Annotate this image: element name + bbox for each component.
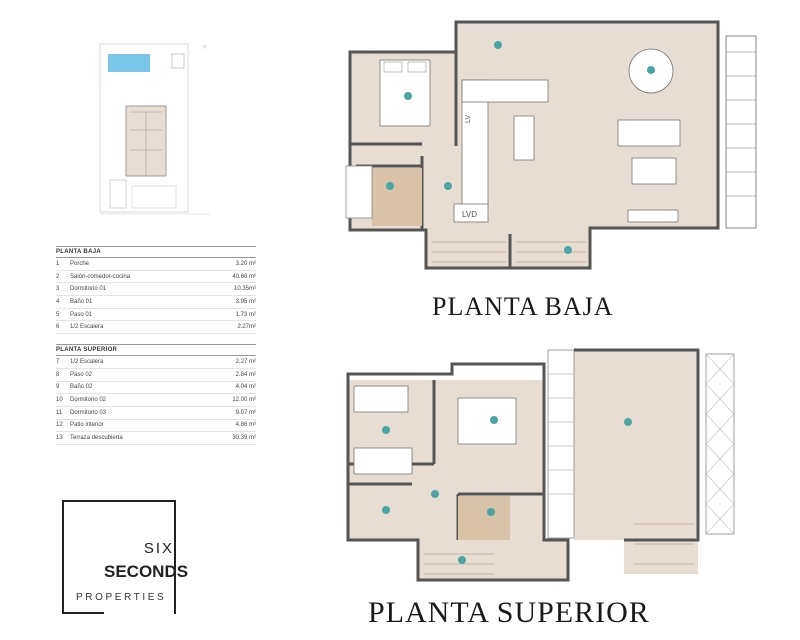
area-row-area: 40.60 m² bbox=[232, 273, 256, 280]
area-row-num: 10 bbox=[56, 397, 63, 404]
sofa bbox=[617, 119, 681, 147]
area-row-name: Dormitorio 03 bbox=[70, 409, 107, 416]
area-row-area: 10.35m² bbox=[233, 286, 256, 293]
area-row-num: 11 bbox=[56, 409, 63, 416]
planta-superior-title: PLANTA SUPERIOR bbox=[368, 596, 650, 629]
area-row-area: 3.20 m² bbox=[235, 260, 256, 267]
area-row: 1 Porche 3.20 m² bbox=[56, 258, 256, 271]
area-row: 2 Salón-comedor-cocina 40.60 m² bbox=[56, 271, 256, 284]
area-row-name: Porche bbox=[70, 260, 90, 267]
area-row-name: Terraza descubierta bbox=[70, 435, 123, 442]
area-row: 10 Dormitorio 02 12.00 m² bbox=[56, 394, 256, 407]
area-row: 5 Paso 01 1.73 m² bbox=[56, 309, 256, 322]
area-row: 12 Patio interior 4.86 m² bbox=[56, 420, 256, 433]
bed-03-a bbox=[353, 385, 409, 413]
area-row-num: 7 bbox=[56, 358, 60, 365]
area-row-area: 4.04 m² bbox=[235, 384, 256, 391]
area-row-num: 5 bbox=[56, 311, 60, 318]
area-row-area: 2.84 m² bbox=[235, 371, 256, 378]
area-row-area: 2.27m² bbox=[237, 324, 256, 331]
area-row-area: 3.95 m² bbox=[235, 298, 256, 305]
logo-seconds: SECONDS bbox=[104, 562, 189, 581]
planta-baja-title: PLANTA BAJA bbox=[432, 292, 614, 321]
logo-properties: PROPERTIES bbox=[76, 592, 167, 603]
area-row-area: 30.39 m² bbox=[232, 435, 256, 442]
pool bbox=[108, 54, 150, 72]
area-row-name: Patio interior bbox=[70, 422, 104, 429]
area-row: 3 Dormitorio 01 10.35m² bbox=[56, 283, 256, 297]
area-row-num: 13 bbox=[56, 435, 63, 442]
area-row-name: 1/2 Escalera bbox=[70, 324, 104, 331]
area-row-num: 1 bbox=[56, 260, 60, 267]
area-row: 9 Baño 02 4.04 m² bbox=[56, 382, 256, 395]
area-row: 13 Terraza descubierta 30.39 m² bbox=[56, 432, 256, 445]
area-row-num: 6 bbox=[56, 324, 60, 331]
area-row-name: Salón-comedor-cocina bbox=[70, 273, 131, 280]
bed-02 bbox=[457, 397, 517, 445]
area-row-area: 1.73 m² bbox=[235, 311, 256, 318]
area-row: 7 1/2 Escalera 2.27 m² bbox=[56, 356, 256, 369]
area-table: PLANTA BAJA 1 Porche 3.20 m² 2 Salón-comedor… bbox=[56, 244, 256, 445]
area-row: 4 Baño 01 3.95 m² bbox=[56, 296, 256, 309]
area-row-num: 3 bbox=[56, 286, 60, 293]
area-row: 6 1/2 Escalera 2.27m² bbox=[56, 321, 256, 335]
logo-frame bbox=[62, 500, 176, 614]
area-row-area: 12.00 m² bbox=[232, 397, 256, 404]
six-seconds-logo: SIX SECONDS PROPERTIES bbox=[62, 500, 188, 614]
planta-baja-heading: PLANTA BAJA bbox=[56, 246, 256, 258]
area-row-name: Dormitorio 01 bbox=[70, 286, 107, 293]
planta-superior-heading: PLANTA SUPERIOR bbox=[56, 344, 256, 357]
area-row-name: Dormitorio 02 bbox=[70, 397, 107, 404]
logo-six: SIX bbox=[143, 540, 174, 557]
area-row-num: 4 bbox=[56, 298, 60, 305]
lv-label: LV bbox=[465, 115, 472, 123]
bed-03-b bbox=[353, 447, 413, 475]
site-plan: ◁ bbox=[99, 43, 210, 215]
area-row-area: 2.27 m² bbox=[235, 358, 256, 365]
area-row-area: 9.07 m² bbox=[235, 409, 256, 416]
area-row-name: 1/2 Escalera bbox=[70, 358, 104, 365]
area-row-area: 4.86 m² bbox=[235, 422, 256, 429]
area-row-num: 12 bbox=[56, 422, 63, 429]
area-row-num: 2 bbox=[56, 273, 60, 280]
area-row: 11 Dormitorio 03 9.07 m² bbox=[56, 407, 256, 420]
area-row-num: 9 bbox=[56, 384, 60, 391]
kitchen-island bbox=[513, 115, 535, 161]
upper-floor-plan bbox=[346, 348, 735, 582]
ground-floor-plan: LVD LV bbox=[345, 20, 757, 270]
area-row-name: Baño 01 bbox=[70, 298, 93, 305]
svg-text:◁: ◁ bbox=[202, 44, 206, 50]
area-row-name: Baño 02 bbox=[70, 384, 93, 391]
lvd-label: LVD bbox=[462, 210, 477, 219]
area-row-num: 8 bbox=[56, 371, 60, 378]
area-row: 8 Paso 02 2.84 m² bbox=[56, 369, 256, 382]
area-row-name: Paso 01 bbox=[70, 311, 93, 318]
area-row-name: Paso 02 bbox=[70, 371, 93, 378]
